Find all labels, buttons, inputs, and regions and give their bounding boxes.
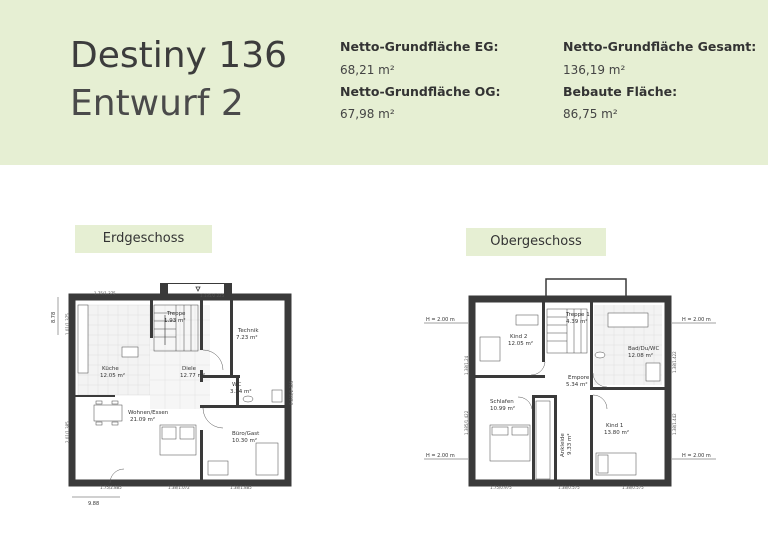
eg-dim-bottom-left: 1.75/2.885 — [100, 485, 122, 490]
eg-room-treppe-area: 1.93 m² — [164, 317, 186, 324]
stat-og-value: 67,98 m² — [340, 107, 395, 121]
eg-dim-top-left: 1.75/1.375 — [94, 291, 116, 296]
og-bed-kind1 — [595, 452, 637, 476]
og-room-kind2-name: Kind 2 — [510, 334, 527, 340]
eg-depth-label: 8.78 — [51, 312, 57, 323]
eg-width-label: 9.88 — [88, 501, 99, 507]
og-height-top-right: H = 2.00 m — [682, 317, 711, 323]
design-subtitle: Entwurf 2 — [70, 83, 244, 124]
stat-built-label: Bebaute Fläche: — [563, 84, 678, 99]
og-room-kind1-area: 13.80 m² — [604, 429, 629, 436]
eg-kitchen-tiles — [77, 304, 151, 396]
og-room-kind1-name: Kind 1 — [606, 423, 623, 429]
eg-room-kueche-name: Küche — [102, 366, 119, 372]
eg-room-buero-name: Büro/Gast — [232, 431, 260, 437]
eg-room-technik-area: 7.23 m² — [236, 334, 258, 341]
og-room-empore-area: 5.34 m² — [566, 381, 588, 388]
og-height-top-left: H = 2.00 m — [426, 317, 455, 323]
house-title: Destiny 136 — [70, 35, 288, 76]
eg-dim-bottom-right: 1.38/1.885 — [230, 485, 252, 490]
eg-interior-walls — [75, 300, 288, 483]
og-stairs — [546, 308, 588, 354]
og-room-ankleide-area: 9.33 m² — [566, 433, 573, 455]
eg-wc-fixtures — [242, 389, 283, 403]
og-room-schlafen-name: Schlafen — [490, 399, 514, 405]
floorplan-og: Treppe 1 4.39 m² Kind 2 12.05 m² Bad/Du/… — [424, 278, 716, 490]
eg-door-arcs — [109, 349, 224, 484]
eg-dim-right: 0.885/2.385 — [289, 380, 294, 405]
eg-room-diele-area: 12.77 m² — [180, 372, 205, 379]
og-room-bad-area: 12.08 m² — [628, 352, 653, 359]
og-dim-left-high: 1.38/1.24 — [464, 355, 469, 375]
stat-total-value: 136,19 m² — [563, 63, 626, 77]
og-wardrobe-ankleide — [535, 400, 551, 480]
stat-og-label: Netto-Grundfläche OG: — [340, 84, 501, 99]
eg-room-wc-name: WC — [232, 382, 241, 388]
stat-built-value: 86,75 m² — [563, 107, 618, 121]
floorplan-eg: Treppe 1.93 m² Technik 7.23 m² Küche 12.… — [51, 283, 294, 507]
og-dim-right-high: 1.38/1.422 — [672, 351, 677, 373]
og-bath-fixtures — [594, 312, 661, 382]
floor-label-og: Obergeschoss — [466, 228, 606, 256]
eg-room-kueche-area: 12.05 m² — [100, 372, 125, 379]
eg-dim-left-low: 2.01/1.385 — [65, 421, 70, 443]
eg-room-technik-name: Technik — [237, 328, 259, 334]
eg-kitchen-counter — [77, 304, 89, 374]
eg-office-furniture — [207, 442, 279, 476]
og-room-bad-name: Bad/Du/WC — [628, 346, 660, 352]
eg-dim-left-high: 1.01/1.375 — [65, 313, 70, 335]
stat-total-label: Netto-Grundfläche Gesamt: — [563, 39, 757, 54]
eg-room-wohnen-area: 21.09 m² — [130, 416, 155, 423]
og-furniture-kind2 — [479, 314, 539, 362]
eg-dim-top-entry: 1.135/2.225 — [200, 293, 225, 298]
og-room-ankleide-name: Ankleide — [560, 433, 566, 457]
og-height-bottom-left: H = 2.00 m — [426, 453, 455, 459]
eg-stairs — [153, 304, 199, 352]
og-bed-schlafen — [489, 424, 531, 462]
eg-dining-table — [93, 400, 123, 426]
og-dim-bottom-right: 1.38/0.575 — [622, 485, 644, 490]
eg-room-wc-area: 3.34 m² — [230, 388, 252, 395]
og-room-treppe-name: Treppe 1 — [565, 312, 590, 318]
og-height-lines — [424, 322, 716, 460]
header-banner: Destiny 136 Entwurf 2 Netto-Grundfläche … — [0, 0, 768, 165]
eg-room-diele-name: Diele — [182, 366, 197, 372]
floor-label-eg: Erdgeschoss — [75, 225, 212, 253]
og-dim-right-low: 1.38/1.442 — [672, 413, 677, 435]
og-dim-bottom-mid: 1.38/0.575 — [558, 485, 580, 490]
og-room-treppe-area: 4.39 m² — [566, 318, 588, 325]
og-dim-left-low: 1.385/1.422 — [464, 410, 469, 435]
eg-dim-bottom-mid: 1.38/1.072 — [168, 485, 190, 490]
eg-room-wohnen-name: Wohnen/Essen — [128, 410, 169, 416]
og-room-schlafen-area: 10.99 m² — [490, 405, 515, 412]
north-arrow-icon — [195, 286, 201, 292]
og-room-empore-name: Empore — [568, 375, 590, 381]
og-room-kind2-area: 12.05 m² — [508, 340, 533, 347]
stat-eg-value: 68,21 m² — [340, 63, 395, 77]
eg-kitchen-island — [121, 346, 139, 358]
og-interior-walls — [475, 302, 665, 483]
og-door-arcs — [517, 361, 608, 410]
og-height-bottom-right: H = 2.00 m — [682, 453, 711, 459]
stat-eg-label: Netto-Grundfläche EG: — [340, 39, 499, 54]
eg-sofa — [159, 424, 197, 456]
og-dim-bottom-left: 1.75/0.975 — [490, 485, 512, 490]
eg-room-buero-area: 10.30 m² — [232, 437, 257, 444]
eg-room-treppe-name: Treppe — [166, 311, 186, 317]
